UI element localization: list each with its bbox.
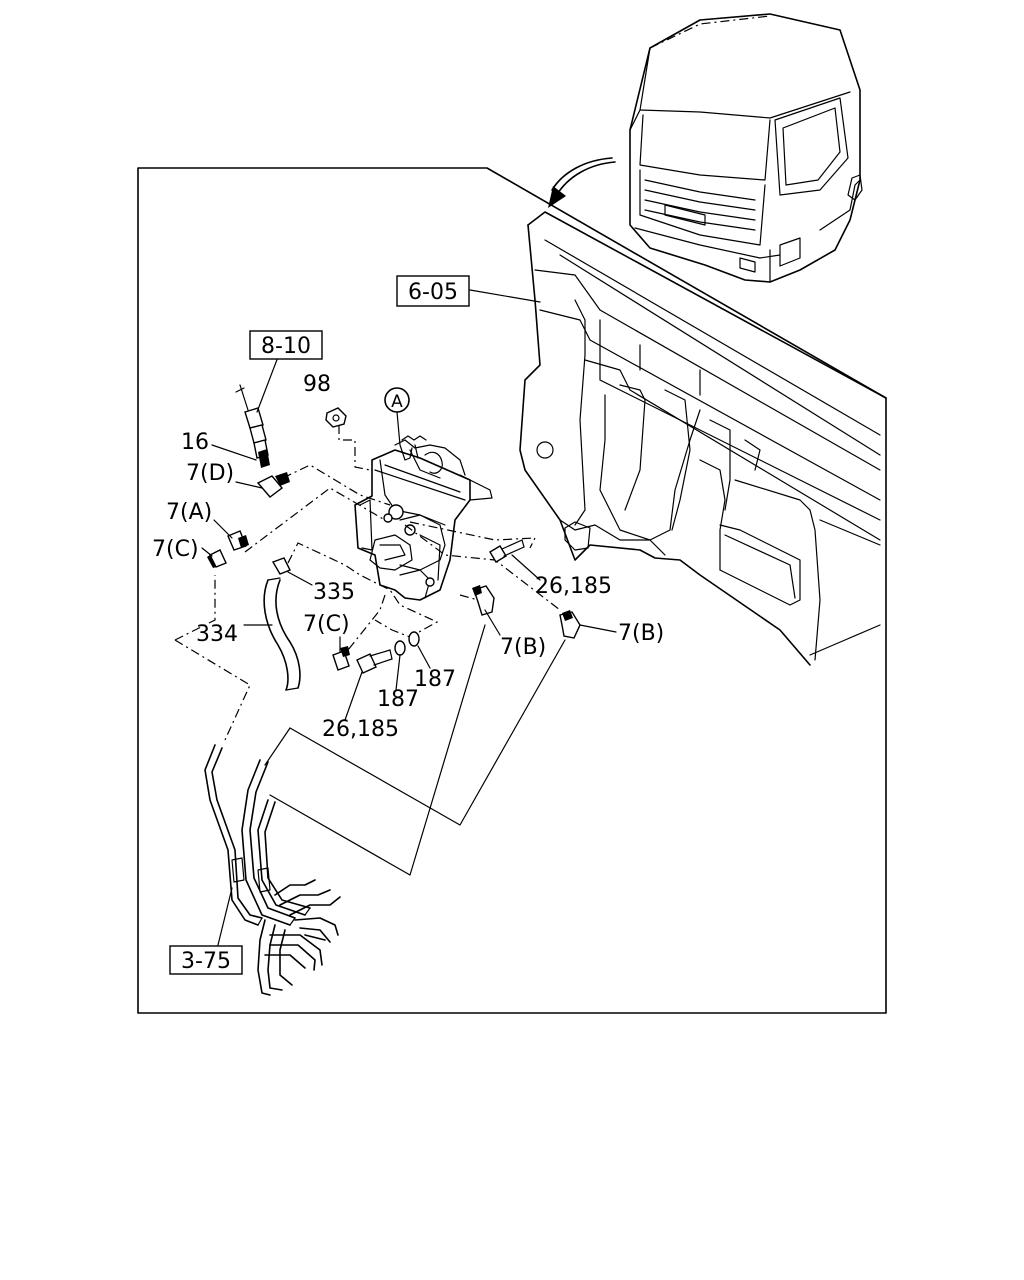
callout-187-right: 187	[414, 667, 456, 692]
fitting-7c-mid	[332, 646, 350, 671]
ref-box-6-05: 6-05	[396, 275, 470, 307]
callout-7d: 7(D)	[186, 461, 234, 486]
callout-leaders	[201, 289, 617, 946]
bolt-bottom	[356, 649, 393, 674]
callout-26-185-top: 26,185	[535, 574, 612, 599]
callout-7c-left: 7(C)	[152, 537, 199, 562]
washers-187	[394, 631, 420, 656]
truck-cab-illustration	[629, 13, 863, 283]
ref-box-8-10: 8-10	[249, 330, 323, 360]
routing-lines	[264, 624, 566, 876]
elbow-7b-right	[559, 610, 581, 639]
clip-335	[271, 557, 291, 575]
callout-7a: 7(A)	[166, 500, 212, 525]
hose-334	[263, 577, 301, 691]
callout-334: 334	[196, 622, 238, 647]
callout-7b-right: 7(B)	[618, 621, 664, 646]
ref-box-3-75: 3-75	[169, 945, 243, 975]
callout-labels: 98 16 7(D) 7(A) 7(C) 335 334 7(C) 26,185…	[152, 372, 664, 742]
bracket-assembly	[354, 435, 493, 601]
fitting-7d	[256, 472, 290, 498]
ref-box-3-75-label: 3-75	[181, 949, 231, 974]
ref-box-8-10-label: 8-10	[261, 334, 311, 359]
elbow-7b-mid	[472, 585, 495, 616]
callout-16: 16	[181, 430, 209, 455]
nut-98	[325, 407, 347, 428]
location-arrow	[548, 157, 616, 208]
cab-inner-panel	[519, 211, 887, 666]
pressure-switch	[235, 384, 270, 468]
fitting-7a	[227, 530, 249, 551]
callout-335: 335	[313, 580, 355, 605]
callout-98: 98	[303, 372, 331, 397]
detail-marker-a-label: A	[391, 392, 403, 412]
pipe-bundle	[204, 744, 341, 996]
diagram-frame	[137, 167, 887, 1014]
bolt-top	[489, 539, 525, 563]
detail-marker-a: A	[384, 387, 410, 413]
fitting-7c-left	[207, 549, 227, 568]
callout-26-185-bottom: 26,185	[322, 717, 399, 742]
callout-7c-mid: 7(C)	[303, 612, 350, 637]
ref-box-6-05-label: 6-05	[408, 280, 458, 305]
leader-lines	[174, 425, 561, 741]
callout-187-left: 187	[377, 687, 419, 712]
callout-7b-mid: 7(B)	[500, 635, 546, 660]
